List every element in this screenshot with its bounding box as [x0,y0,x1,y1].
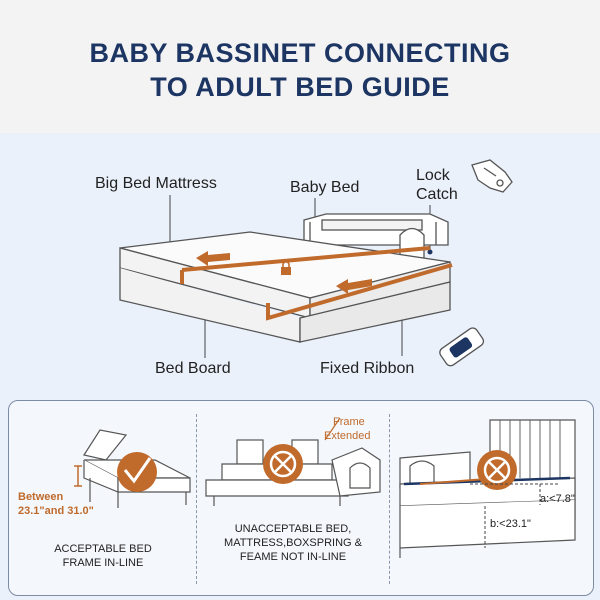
bed-diagram: Big Bed Mattress Baby Bed Lock Catch Bed… [95,159,513,377]
unacceptable-caption-line3: FEAME NOT IN-LINE [239,551,347,563]
label-fixed-ribbon: Fixed Ribbon [320,360,414,377]
baby-bed [303,213,449,259]
direction-arrows [196,251,372,294]
marker-lock [427,249,433,255]
label-catch: Catch [416,186,458,203]
height-range-line2: 23.1"and 31.0" [18,505,94,517]
frame-extended-line2: Extended [324,430,370,442]
ribbon-buckle-icon [439,327,485,367]
acceptable-caption-line1: ACCEPTABLE BED [54,543,152,555]
fixed-ribbons [180,246,453,321]
lock-icon [281,260,291,275]
reject-x-1 [274,455,292,473]
height-range-line1: Between [18,491,64,503]
label-bed-board: Bed Board [155,360,231,377]
acceptable-caption-line2: FRAME IN-LINE [62,557,144,569]
unacceptable-caption-line2: MATTRESS,BOXSPRING & [224,537,362,549]
page-title-line1: BABY BASSINET CONNECTING [89,38,511,68]
label-lock: Lock [416,167,451,184]
unacceptable-caption-line1: UNACCEPTABLE BED, [234,523,352,535]
acceptable-caption: ACCEPTABLE BED FRAME IN-LINE [18,542,188,570]
guide-illustrations: Between 23.1"and 31.0" Frame Extended [18,416,576,558]
panel-divider-2 [389,414,390,584]
header: BABY BASSINET CONNECTING TO ADULT BED GU… [0,0,600,133]
measurement-lines [470,483,560,548]
unacceptable-caption: UNACCEPTABLE BED, MATTRESS,BOXSPRING & F… [198,522,388,564]
reject-icon-1 [269,450,297,478]
label-baby-bed: Baby Bed [290,179,359,196]
measure-b-label: b:<23.1" [490,518,531,530]
frame-extended-line1: Frame [333,416,365,428]
reject-icon-2 [483,456,511,484]
check-badge [117,452,157,492]
lock-catch-icon [471,159,513,193]
measure-a-label: a:<7.8" [540,493,575,505]
reject-x-2 [488,461,506,479]
label-big-bed-mattress: Big Bed Mattress [95,175,217,192]
page-title-line2: TO ADULT BED GUIDE [150,72,450,102]
panel-divider-1 [196,414,197,584]
headboard-bed [399,419,576,558]
height-marker [74,465,82,487]
checkmark-icon [123,457,152,484]
frame-extended-pointer [324,417,341,441]
